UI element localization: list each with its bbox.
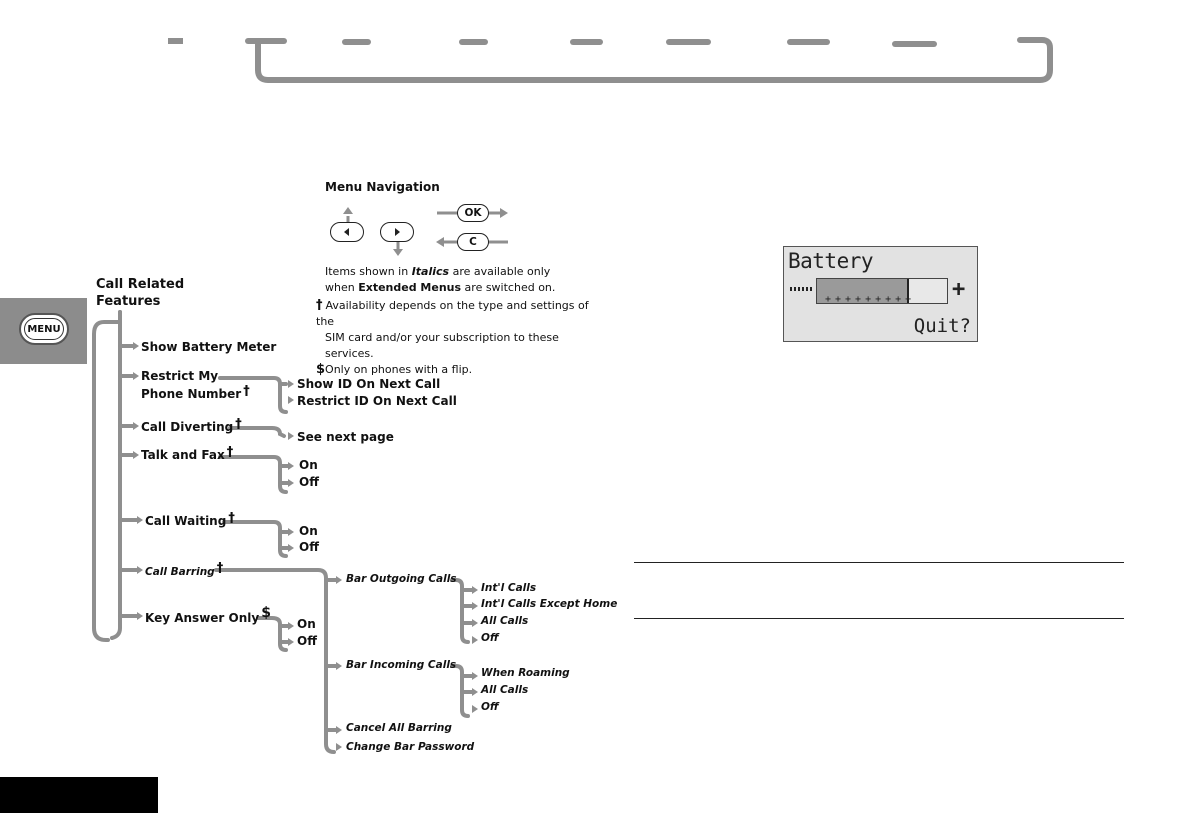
lcd-title: Battery xyxy=(788,249,874,273)
item-talk-fax-off: Off xyxy=(299,475,319,489)
item-outgoing-all-calls: All Calls xyxy=(481,615,529,627)
item-when-roaming: When Roaming xyxy=(481,667,570,679)
item-intl-calls: Int'l Calls xyxy=(481,582,537,594)
item-outgoing-off: Off xyxy=(481,632,499,644)
item-key-answer-off: Off xyxy=(297,634,317,648)
item-call-barring: Call Barring† xyxy=(145,561,224,578)
item-talk-and-fax: Talk and Fax† xyxy=(141,445,234,462)
menu-navigation-title: Menu Navigation xyxy=(325,180,440,194)
item-show-id-next-call: Show ID On Next Call xyxy=(297,377,441,391)
plus-icon: + xyxy=(952,277,966,302)
battery-meter-ticks: +++++++++ xyxy=(825,294,916,305)
branch-arrows xyxy=(133,342,478,751)
divider-line xyxy=(634,618,1124,619)
item-key-answer-on: On xyxy=(297,617,316,631)
tree-root-title: Call Related Features xyxy=(96,277,185,309)
item-cancel-all-barring: Cancel All Barring xyxy=(346,722,452,734)
item-key-answer-only: Key Answer Only$ xyxy=(145,605,271,625)
minus-icon xyxy=(790,287,812,291)
item-change-bar-password: Change Bar Password xyxy=(346,741,475,753)
divider-line xyxy=(634,562,1124,563)
item-show-battery-meter: Show Battery Meter xyxy=(141,340,277,354)
top-bracket xyxy=(255,37,1053,83)
ok-key-icon: OK xyxy=(457,204,489,222)
item-incoming-off: Off xyxy=(481,701,499,713)
lcd-quit-label: Quit? xyxy=(913,315,971,337)
item-waiting-off: Off xyxy=(299,540,319,554)
item-restrict-id-next-call: Restrict ID On Next Call xyxy=(297,394,457,408)
right-key-icon xyxy=(380,222,414,242)
c-key-icon: C xyxy=(457,233,489,251)
item-waiting-on: On xyxy=(299,524,318,538)
item-see-next-page: See next page xyxy=(297,430,394,444)
page-footer-bar xyxy=(0,777,158,813)
nav-arrows xyxy=(343,207,508,256)
item-bar-outgoing-calls: Bar Outgoing Calls xyxy=(346,573,457,585)
item-incoming-all-calls: All Calls xyxy=(481,684,529,696)
legend-dagger-note: †Availability depends on the type and se… xyxy=(316,298,589,377)
item-intl-calls-except-home: Int'l Calls Except Home xyxy=(481,598,618,610)
item-restrict-my-phone-number: Restrict My Phone Number† xyxy=(141,369,250,401)
menu-button-label: MENU xyxy=(24,318,64,340)
item-call-waiting: Call Waiting† xyxy=(145,511,235,528)
battery-meter-bar: +++++++++ xyxy=(816,278,948,305)
item-call-diverting: Call Diverting† xyxy=(141,417,242,434)
item-bar-incoming-calls: Bar Incoming Calls xyxy=(346,659,457,671)
item-talk-fax-on: On xyxy=(299,458,318,472)
menu-button-icon: MENU xyxy=(19,313,69,345)
tree-lines xyxy=(92,310,474,754)
battery-lcd-display: Battery +++++++++ + Quit? xyxy=(783,246,978,342)
battery-meter-fill xyxy=(817,279,910,303)
legend-italics-note: Items shown in Italics are available onl… xyxy=(325,265,556,294)
top-tab xyxy=(168,38,183,44)
left-key-icon xyxy=(330,222,364,242)
